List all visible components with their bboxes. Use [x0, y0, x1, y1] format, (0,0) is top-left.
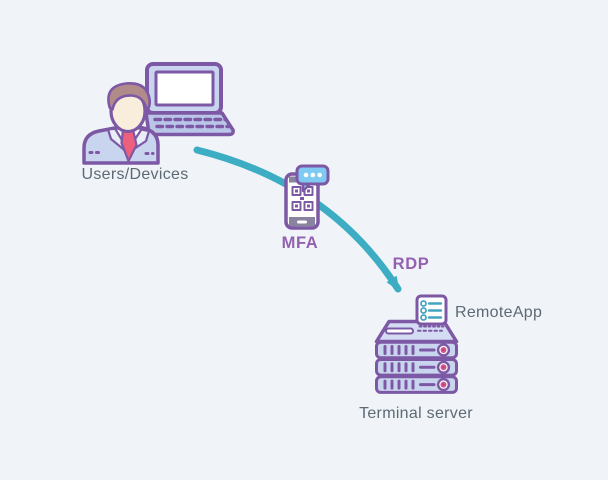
server-unit	[375, 340, 458, 360]
remoteapp-label: RemoteApp	[455, 304, 542, 321]
server-unit	[375, 375, 458, 394]
mfa-label: MFA	[282, 234, 319, 252]
users-devices-label: Users/Devices	[81, 166, 188, 183]
server-unit	[375, 358, 458, 377]
smartphone-qr-icon: MFA	[282, 164, 330, 252]
business-user-icon	[82, 82, 160, 165]
rdp-label: RDP	[393, 255, 430, 273]
terminal-server-label: Terminal server	[359, 405, 473, 422]
chat-bubble-icon	[295, 164, 330, 193]
remoteapp-document-icon: RemoteApp	[415, 294, 542, 328]
laptop-icon	[144, 62, 235, 137]
hair	[107, 82, 152, 112]
server-rack-icon: Terminal server	[359, 319, 473, 422]
user-laptop-icon: Users/Devices	[81, 62, 235, 183]
